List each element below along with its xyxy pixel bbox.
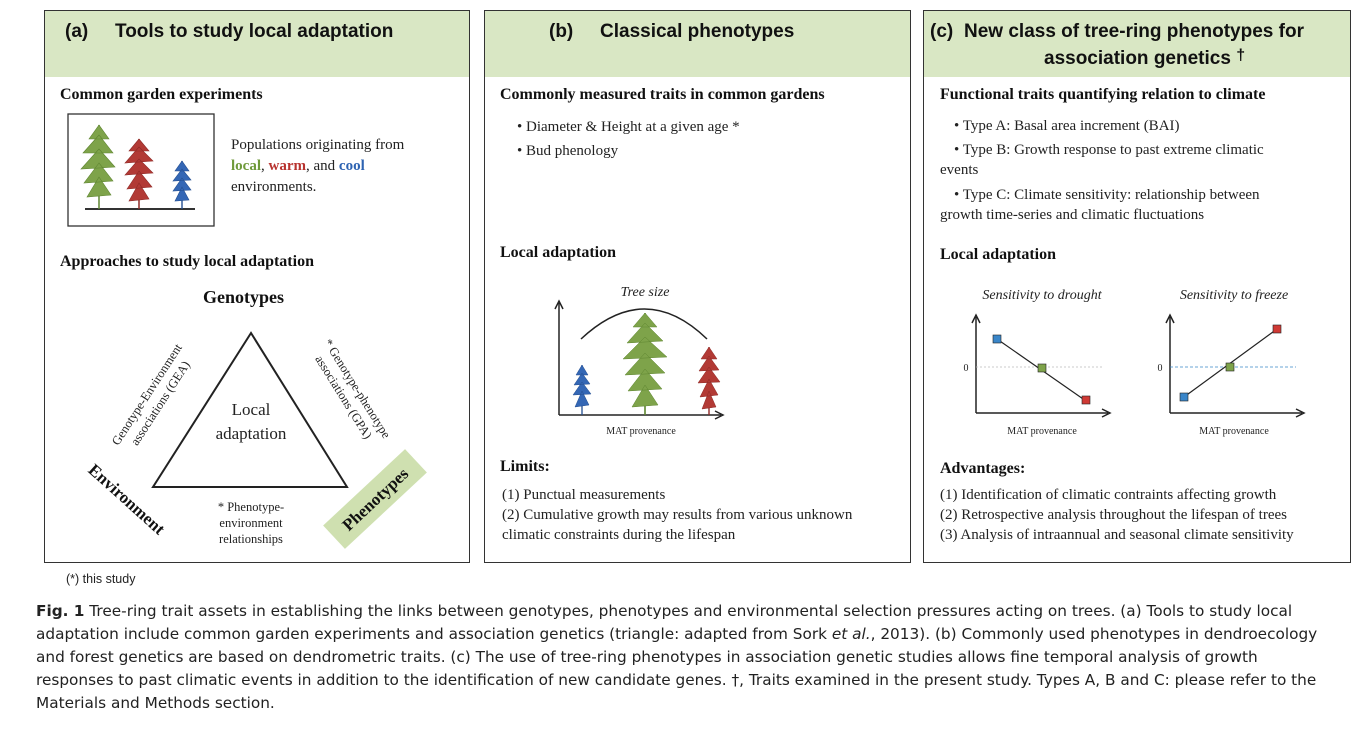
panel-b-letter: (b) — [549, 21, 574, 42]
local-point — [1037, 363, 1047, 373]
type-b-bullet-line1: • Type B: Growth response to past extrem… — [954, 142, 1264, 158]
cool-tree-icon — [172, 160, 192, 209]
freeze-title: Sensitivity to freeze — [1180, 288, 1288, 303]
phenotypes-label: Phenotypes — [338, 464, 412, 535]
drought-sensitivity-plot: Sensitivity to drought 0 MAT provenance — [964, 288, 1112, 437]
type-c-bullet-line1: • Type C: Climate sensitivity: relations… — [954, 187, 1260, 203]
panel-b-x-axis-label: MAT provenance — [606, 426, 676, 437]
panel-b: (b) Classical phenotypes Commonly measur… — [484, 10, 911, 563]
advantage-1: (1) Identification of climatic contraint… — [940, 487, 1277, 503]
approaches-heading: Approaches to study local adaptation — [60, 253, 314, 270]
trait-bullet-1: • Diameter & Height at a given age * — [517, 119, 740, 135]
panel-c-letter: (c) — [930, 21, 954, 42]
advantages-heading: Advantages: — [940, 460, 1026, 477]
panel-b-header — [485, 11, 910, 77]
panel-a-letter: (a) — [65, 21, 89, 42]
panel-c-header — [924, 11, 1350, 77]
traits-heading: Commonly measured traits in common garde… — [500, 86, 825, 103]
advantage-2: (2) Retrospective analysis throughout th… — [940, 507, 1287, 523]
functional-heading: Functional traits quantifying relation t… — [940, 86, 1266, 103]
environment-label: Environment — [85, 460, 169, 539]
trait-bullet-2: • Bud phenology — [517, 143, 619, 159]
freeze-zero-label: 0 — [1158, 363, 1163, 374]
tree-size-label: Tree size — [621, 285, 670, 300]
and-sep: , and — [306, 158, 339, 174]
panel-c: (c) New class of tree-ring phenotypes fo… — [923, 10, 1351, 563]
panel-a: (a) Tools to study local adaptation Comm… — [44, 10, 470, 563]
drought-x-label: MAT provenance — [1007, 426, 1077, 437]
local-tree-icon — [80, 124, 116, 209]
panel-c-title-line1: New class of tree-ring phenotypes for — [964, 21, 1304, 42]
per-line1: * Phenotype- — [218, 500, 284, 514]
local-tree-icon — [622, 312, 668, 415]
populations-line3: environments. — [231, 179, 317, 195]
phenotypes-box — [323, 449, 427, 549]
panel-b-title: Classical phenotypes — [600, 21, 795, 42]
caption-label: Fig. 1 — [36, 602, 85, 620]
panel-c-local-adaptation: Local adaptation — [940, 246, 1057, 263]
freeze-sensitivity-plot: Sensitivity to freeze 0 MAT provenance — [1158, 288, 1306, 437]
populations-line1: Populations originating from — [231, 137, 405, 153]
advantage-3: (3) Analysis of intraannual and seasonal… — [940, 527, 1294, 543]
common-garden-heading: Common garden experiments — [60, 86, 263, 103]
cool-tree-icon — [572, 364, 592, 415]
cool-point — [1179, 392, 1189, 402]
tree-size-curve — [580, 308, 708, 340]
panel-a-header — [45, 11, 469, 77]
drought-zero-label: 0 — [964, 363, 969, 374]
footnote: (*) this study — [66, 572, 136, 586]
panel-a-title: Tools to study local adaptation — [115, 21, 394, 42]
freeze-x-label: MAT provenance — [1199, 426, 1269, 437]
common-garden-trees-figure — [67, 113, 215, 227]
warm-tree-icon — [697, 346, 721, 415]
type-b-bullet-line2: events — [940, 162, 979, 178]
triangle-center-line2: adaptation — [216, 424, 287, 443]
warm-label: warm — [268, 158, 307, 174]
warm-tree-icon — [124, 138, 154, 209]
per-line2: environment — [219, 516, 283, 530]
caption-etal: et al. — [831, 625, 871, 643]
type-c-bullet-line2: growth time-series and climatic fluctuat… — [940, 207, 1205, 223]
per-line3: relationships — [219, 532, 283, 546]
limit-1: (1) Punctual measurements — [502, 487, 666, 503]
panel-c-title-line2-text: association genetics — [1044, 48, 1231, 69]
type-a-bullet: • Type A: Basal area increment (BAI) — [954, 118, 1180, 134]
limit-2: (2) Cumulative growth may results from v… — [502, 507, 853, 523]
tree-size-figure: Tree size MAT provenance — [554, 285, 725, 437]
triangle-center-line1: Local — [232, 400, 271, 419]
populations-text: Populations originating from local, warm… — [231, 135, 461, 198]
panel-b-local-adaptation: Local adaptation — [500, 244, 617, 261]
local-point — [1225, 362, 1235, 372]
local-label: local — [231, 158, 261, 174]
panel-c-title-line2: association genetics † — [1044, 47, 1245, 70]
dagger-mark: † — [1236, 47, 1246, 64]
cool-label: cool — [338, 158, 365, 174]
warm-point — [1272, 324, 1282, 334]
limits-heading: Limits: — [500, 458, 550, 475]
limit-2-cont: climatic constraints during the lifespan — [502, 527, 736, 543]
warm-point — [1081, 395, 1091, 405]
triangle-diagram: Local adaptation Genotype-Environment as… — [85, 331, 427, 549]
comma-sep: , — [261, 158, 269, 174]
caption-text-1: Tree-ring trait assets in establishing t… — [36, 602, 1293, 643]
adaptation-triangle — [151, 331, 349, 488]
drought-title: Sensitivity to drought — [982, 288, 1102, 303]
cool-point — [992, 334, 1002, 344]
caption-text-2: , 2013). (b) Commonly used phenotypes in… — [36, 625, 1318, 712]
genotypes-label: Genotypes — [203, 287, 284, 307]
figure-caption: Fig. 1 Tree-ring trait assets in establi… — [36, 600, 1336, 715]
